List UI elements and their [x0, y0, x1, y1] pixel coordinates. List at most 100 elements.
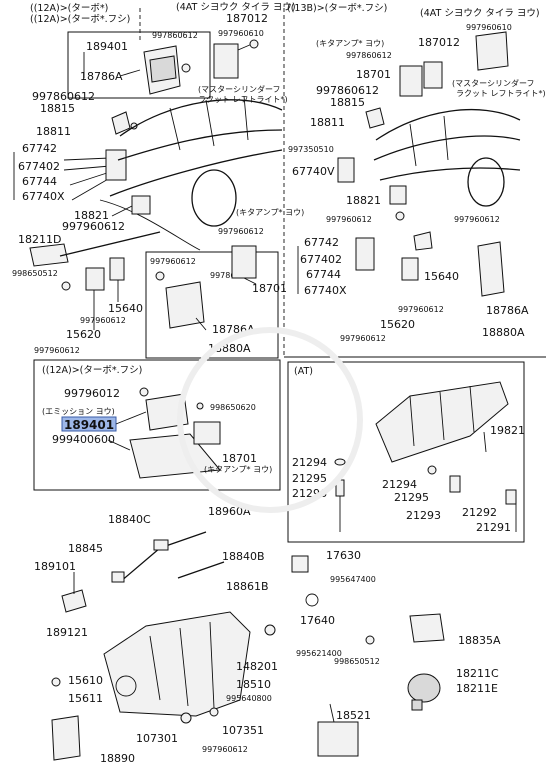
- harness-lines-top: [119, 531, 225, 583]
- label-107351: 107351: [222, 724, 264, 737]
- battery-18521: [317, 721, 359, 757]
- label-18880A-right: 18880A: [482, 326, 525, 339]
- label-997960612-note: 997960612: [218, 227, 264, 236]
- label-18786A-right: 18786A: [486, 304, 529, 317]
- screw-icon: [196, 402, 204, 410]
- car-hood-line-right: [375, 109, 521, 141]
- bolt-icon: [51, 677, 61, 687]
- label-997960612-mid: 997960612: [150, 257, 196, 266]
- label-15640-left: 15640: [108, 302, 143, 315]
- sensor-21293: [449, 475, 461, 493]
- header-right-1: ((13B)>(ターボ*.フシ): [287, 3, 387, 14]
- inset-box-18880A: [145, 251, 279, 359]
- relay-18701-mid: [231, 245, 257, 279]
- relay-18821-right: [389, 185, 407, 205]
- ecu-18890: [51, 715, 81, 761]
- label-21295-a: 21295: [292, 472, 327, 485]
- label-18815-left: 18815: [40, 102, 75, 115]
- car-body-line-right: [373, 135, 521, 161]
- label-148201: 148201: [236, 660, 278, 673]
- label-189101: 189101: [34, 560, 76, 573]
- label-21294-b: 21294: [382, 478, 417, 491]
- label-99796012-12a: 99796012: [64, 387, 120, 400]
- label-67742-left: 67742: [22, 142, 57, 155]
- clamp-icon: [305, 593, 319, 607]
- label-999400600: 999400600: [52, 433, 115, 446]
- label-18821-right: 18821: [346, 194, 381, 207]
- label-18211D: 18211D: [18, 233, 61, 246]
- label-21294-a: 21294: [292, 456, 327, 469]
- sensor-107351: [209, 707, 219, 717]
- label-995647400: 995647400: [330, 575, 376, 584]
- label-67744-left: 67744: [22, 175, 57, 188]
- label-997960612-left: 997960612: [62, 220, 125, 233]
- label-67740V: 67740V: [292, 165, 335, 178]
- sensor-17640: [264, 624, 276, 636]
- label-998650512-bot: 998650512: [334, 657, 380, 666]
- note-master-cyl-right-2: ラクット レフトライト*): [456, 89, 546, 98]
- label-189401-top: 189401: [86, 40, 128, 53]
- relay-15640-right: [401, 257, 419, 281]
- label-18521: 18521: [336, 709, 371, 722]
- label-18701-mid: 18701: [252, 282, 287, 295]
- label-995640800: 995640800: [226, 694, 272, 703]
- label-997960612-l3: 997960612: [34, 346, 80, 355]
- label-18811-left: 18811: [36, 125, 71, 138]
- note-kit-tap-2: (キタアンプ* ヨウ): [316, 39, 384, 48]
- label-19821: 19821: [490, 424, 525, 437]
- watermark-seal: [177, 327, 363, 513]
- label-997960612-r4: 997960612: [454, 215, 500, 224]
- label-15640-right: 15640: [424, 270, 459, 283]
- label-21292: 21292: [462, 506, 497, 519]
- label-18701-right: 18701: [356, 68, 391, 81]
- label-18821-left: 18821: [74, 209, 109, 222]
- label-18960A: 18960A: [208, 505, 251, 518]
- panel-at-title: (AT): [294, 366, 313, 377]
- label-997960612-r5: 997960612: [398, 305, 444, 314]
- relay-18821: [131, 195, 151, 215]
- label-15620-left: 15620: [66, 328, 101, 341]
- label-997860612-r1: 997860612: [346, 51, 392, 60]
- label-677402-right: 677402: [300, 253, 342, 266]
- label-997860612-r2: 997860612: [316, 84, 379, 97]
- label-997960612-bot: 997960612: [202, 745, 248, 754]
- bracket-15640-left: [109, 257, 125, 281]
- label-997960612-r6: 997960612: [340, 334, 386, 343]
- label-17640: 17640: [300, 614, 335, 627]
- relay-15620-left: [85, 267, 105, 291]
- label-67740X-right: 67740X: [304, 284, 347, 297]
- label-677402-left: 677402: [18, 160, 60, 173]
- label-997960610-top: 997960610: [218, 29, 264, 38]
- label-997860612-a: 997860612: [152, 31, 198, 40]
- note-kit-tap-1: (キタアンプ* ヨウ): [236, 208, 304, 217]
- note-ignition: (エミッション ヨウ): [42, 407, 115, 416]
- oring-icon: [427, 465, 437, 475]
- sensor-17630: [291, 555, 309, 573]
- label-21293: 21293: [406, 509, 441, 522]
- label-187012-right: 187012: [418, 36, 460, 49]
- note-master-cyl-left: (マスターシリンダーフ: [198, 84, 280, 94]
- sensor-107301: [180, 712, 192, 724]
- header-left-1: ((12A)>(ターボ*): [30, 3, 108, 14]
- label-997860612-b: 997860612: [32, 90, 95, 103]
- ecu-187012-right: [475, 31, 509, 71]
- bracket-18835A: [409, 613, 445, 643]
- connector-18211E: [411, 699, 423, 711]
- label-18211E: 18211E: [456, 682, 498, 695]
- label-18701-12a: 18701: [222, 452, 257, 465]
- label-18890: 18890: [100, 752, 135, 765]
- label-15611: 15611: [68, 692, 103, 705]
- header-left-2: ((12A)>(ターボ*.フシ): [30, 14, 130, 25]
- connector-18845: [111, 571, 125, 583]
- label-18211C: 18211C: [456, 667, 499, 680]
- screw-icon: [249, 39, 259, 49]
- bolt-icon: [181, 63, 191, 73]
- relay-block-right: [423, 61, 443, 89]
- switch-67740X-right: [355, 237, 375, 271]
- label-187012-top: 187012: [226, 12, 268, 25]
- relay-18701-12a: [193, 421, 221, 445]
- transmission-housing: [375, 381, 509, 463]
- sensor-right: [413, 231, 433, 251]
- car-body-line-left: [117, 129, 283, 161]
- oring-icon: [334, 458, 346, 466]
